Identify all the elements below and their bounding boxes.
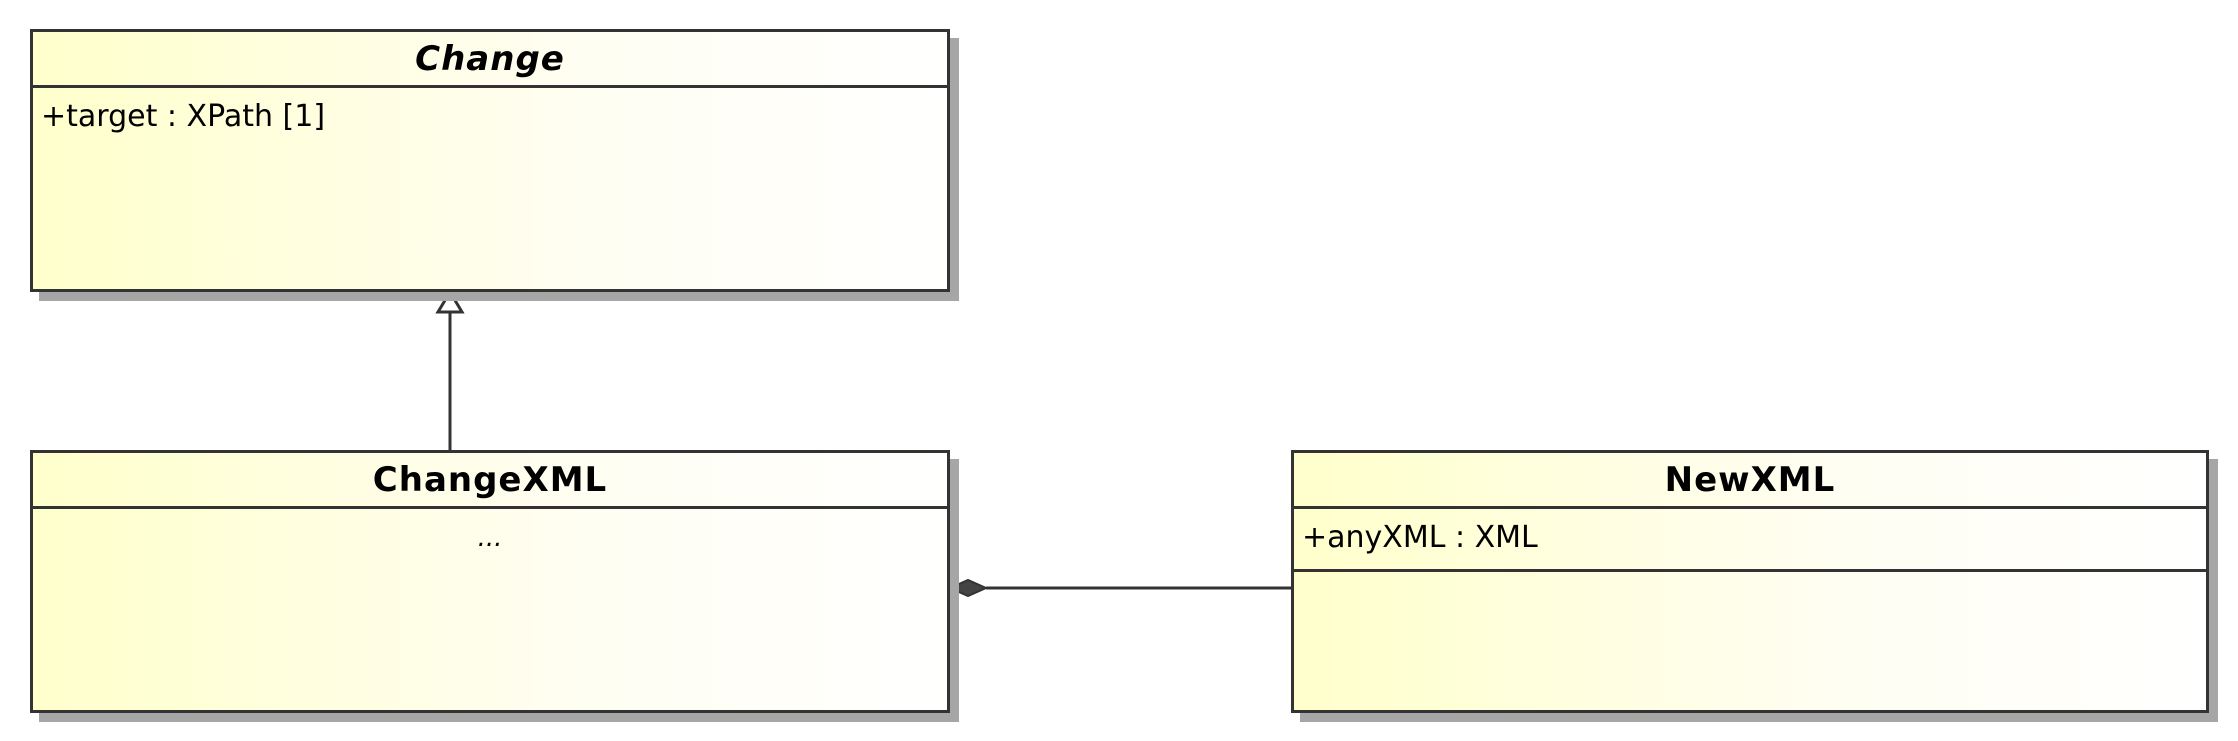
class-name-change: Change (33, 32, 947, 88)
attribute-anyxml: +anyXML : XML (1302, 520, 1538, 555)
class-name-newxml: NewXML (1294, 453, 2206, 509)
class-change[interactable]: Change +target : XPath [1] (30, 29, 950, 292)
class-changexml[interactable]: ChangeXML ... (30, 450, 950, 713)
attributes-compartment: +target : XPath [1] (33, 88, 947, 138)
class-newxml[interactable]: NewXML +anyXML : XML (1291, 450, 2209, 713)
attributes-compartment: ... (33, 509, 947, 559)
attribute-target: +target : XPath [1] (41, 99, 326, 134)
composition-diamond (947, 578, 989, 598)
attributes-compartment: +anyXML : XML (1294, 509, 2206, 572)
generalization-arrowhead (435, 289, 465, 314)
attribute-ellipsis: ... (477, 523, 503, 553)
class-name-changexml: ChangeXML (33, 453, 947, 509)
